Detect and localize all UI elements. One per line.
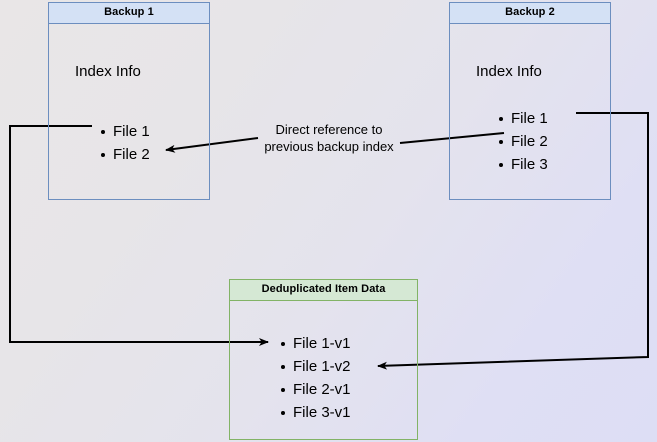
node-backup-1-header: Backup 1 xyxy=(49,3,209,24)
node-backup-2-body: Index Info File 1 File 2 File 3 xyxy=(450,24,610,199)
edge-label-line-2: previous backup index xyxy=(264,139,394,154)
list-item: File 1-v2 xyxy=(280,355,351,378)
list-item: File 1-v1 xyxy=(280,332,351,355)
node-backup-2[interactable]: Backup 2 Index Info File 1 File 2 File 3 xyxy=(449,2,611,200)
backup-2-file-list: File 1 File 2 File 3 xyxy=(498,107,548,176)
list-item: File 2-v1 xyxy=(280,378,351,401)
list-item: File 2 xyxy=(498,130,548,153)
node-deduplicated-item-data[interactable]: Deduplicated Item Data File 1-v1 File 1-… xyxy=(229,279,418,440)
list-item: File 1 xyxy=(100,120,150,143)
backup-2-index-info-title: Index Info xyxy=(476,63,542,80)
backup-1-index-info-title: Index Info xyxy=(75,63,141,80)
node-deduplicated-item-data-body: File 1-v1 File 1-v2 File 2-v1 File 3-v1 xyxy=(230,301,417,439)
list-item: File 2 xyxy=(100,143,150,166)
edge-label-direct-reference: Direct reference to previous backup inde… xyxy=(248,121,410,155)
node-backup-1[interactable]: Backup 1 Index Info File 1 File 2 xyxy=(48,2,210,200)
deduplicated-file-list: File 1-v1 File 1-v2 File 2-v1 File 3-v1 xyxy=(280,332,351,424)
list-item: File 1 xyxy=(498,107,548,130)
list-item: File 3 xyxy=(498,153,548,176)
backup-1-file-list: File 1 File 2 xyxy=(100,120,150,166)
edge-label-line-1: Direct reference to xyxy=(275,122,383,137)
list-item: File 3-v1 xyxy=(280,401,351,424)
node-backup-2-header: Backup 2 xyxy=(450,3,610,24)
node-backup-1-body: Index Info File 1 File 2 xyxy=(49,24,209,199)
node-deduplicated-item-data-header: Deduplicated Item Data xyxy=(230,280,417,301)
